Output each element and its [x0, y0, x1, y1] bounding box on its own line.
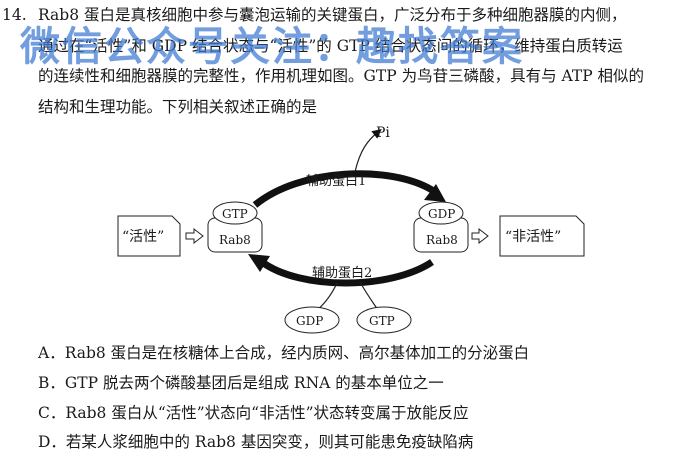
left-gtp-oval — [212, 201, 258, 225]
bottom-gdp-oval — [284, 306, 340, 334]
pi-label: Pi — [376, 125, 390, 141]
option-b: B．GTP 脱去两个磷酸基团后是组成 RNA 的基本单位之一 — [38, 374, 444, 392]
option-c: C．Rab8 蛋白从“活性”状态向“非活性”状态转变属于放能反应 — [38, 404, 469, 422]
bottom-arrow-head — [248, 254, 270, 272]
gtp-connector — [359, 281, 379, 311]
left-gtp-label: GTP — [222, 207, 248, 221]
top-arrow-head — [424, 184, 446, 202]
pi-arrow — [354, 129, 382, 173]
right-state-box — [499, 215, 585, 257]
top-arc-arrow — [252, 170, 434, 208]
question-number: 14. — [2, 6, 27, 24]
question-line-1: Rab8 蛋白是真核细胞中参与囊泡运输的关键蛋白，广泛分布于多种细胞器膜的内侧， — [38, 6, 627, 24]
bottom-arc-arrow — [259, 259, 434, 287]
option-a: A．Rab8 蛋白是在核糖体上合成，经内质网、高尔基体加工的分泌蛋白 — [38, 344, 530, 362]
bottom-arrow-label: 辅助蛋白2 — [312, 265, 372, 281]
left-state-box — [117, 215, 181, 257]
left-state-label: “活性” — [122, 229, 164, 245]
bottom-gtp-label: GTP — [369, 314, 395, 328]
question-line-3: 的连续性和细胞器膜的完整性，作用机理如图。GTP 为鸟苷三磷酸，具有与 ATP … — [38, 67, 645, 85]
bottom-gdp-label: GDP — [296, 314, 323, 328]
question-line-4: 结构和生理功能。下列相关叙述正确的是 — [38, 98, 318, 116]
right-rab8-label: Rab8 — [426, 233, 458, 247]
top-arrow-label: 辅助蛋白1 — [306, 173, 366, 189]
question-line-2: 通过在“活性”和 GDP 结合状态与“活性”的 GTP 结合状态间的循环，维持蛋… — [38, 37, 623, 55]
left-rab8-label: Rab8 — [219, 233, 251, 247]
right-gdp-oval — [418, 201, 464, 225]
right-gdp-label: GDP — [428, 207, 455, 221]
bottom-gtp-oval — [356, 306, 412, 334]
right-state-label: “非活性” — [505, 229, 561, 245]
option-d: D．若某人浆细胞中的 Rab8 基因突变，则其可能患免疫缺陷病 — [38, 433, 474, 451]
right-hollow-arrow-icon — [471, 227, 489, 245]
left-hollow-arrow-icon — [185, 227, 204, 245]
